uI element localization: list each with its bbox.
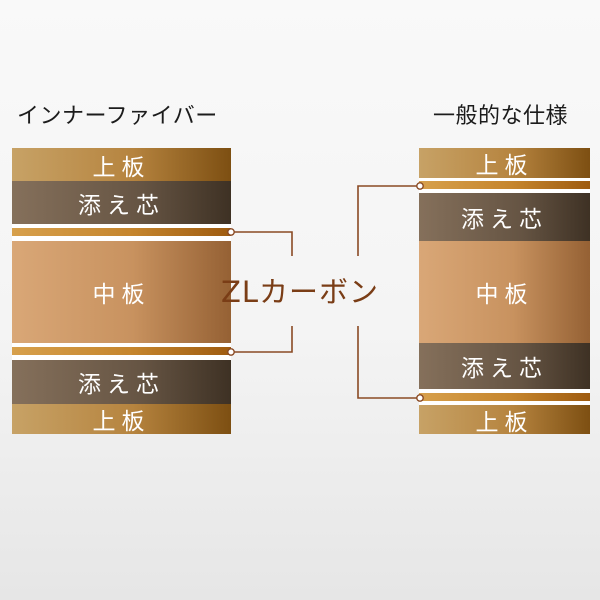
- middle-plate-layer: 中板: [419, 241, 590, 343]
- carbon-strip: [12, 347, 231, 355]
- separator: [12, 224, 231, 228]
- inner-fiber-heading: インナーファイバー: [17, 104, 218, 129]
- separator: [12, 236, 231, 241]
- bottom-plate-layer: 上板: [12, 404, 231, 435]
- separator: [419, 189, 590, 193]
- carbon-strip: [419, 393, 590, 401]
- right-lower-connector: [357, 326, 420, 399]
- carbon-strip: [12, 228, 231, 236]
- upper-core-layer: 添え芯: [12, 181, 231, 224]
- zl-carbon-label: ZLカーボン: [220, 275, 380, 309]
- separator: [12, 343, 231, 347]
- middle-plate-label: 中板: [475, 282, 534, 308]
- upper-core-label: 添え芯: [461, 207, 548, 233]
- standard-spec-stack: 上板 添え芯 中板 添え芯 上板: [419, 148, 590, 436]
- left-upper-connector: [231, 231, 293, 256]
- middle-plate-layer: 中板: [12, 241, 231, 343]
- bottom-plate-layer: 上板: [419, 405, 590, 436]
- upper-core-layer: 添え芯: [419, 193, 590, 241]
- bottom-plate-label: 上板: [475, 409, 534, 436]
- middle-plate-label: 中板: [92, 282, 151, 308]
- separator: [419, 178, 590, 181]
- inner-fiber-stack: 上板 添え芯 中板 添え芯 上板: [12, 148, 231, 435]
- lower-core-layer: 添え芯: [12, 360, 231, 404]
- upper-core-label: 添え芯: [78, 192, 165, 219]
- top-plate-layer: 上板: [12, 148, 231, 181]
- top-plate-label: 上板: [92, 154, 151, 181]
- separator: [419, 401, 590, 405]
- connector-dot: [227, 228, 235, 236]
- right-upper-connector: [357, 185, 420, 256]
- separator: [12, 355, 231, 360]
- standard-spec-heading: 一般的な仕様: [433, 104, 569, 129]
- connector-dot: [227, 348, 235, 356]
- top-plate-label: 上板: [475, 153, 534, 179]
- connector-dot: [416, 182, 424, 190]
- lower-core-label: 添え芯: [461, 356, 548, 382]
- lower-core-layer: 添え芯: [419, 343, 590, 389]
- connector-dot: [416, 394, 424, 402]
- bottom-plate-label: 上板: [92, 409, 151, 435]
- lower-core-label: 添え芯: [78, 372, 165, 398]
- carbon-strip: [419, 181, 590, 189]
- left-lower-connector: [231, 326, 293, 353]
- top-plate-layer: 上板: [419, 148, 590, 179]
- separator: [419, 389, 590, 393]
